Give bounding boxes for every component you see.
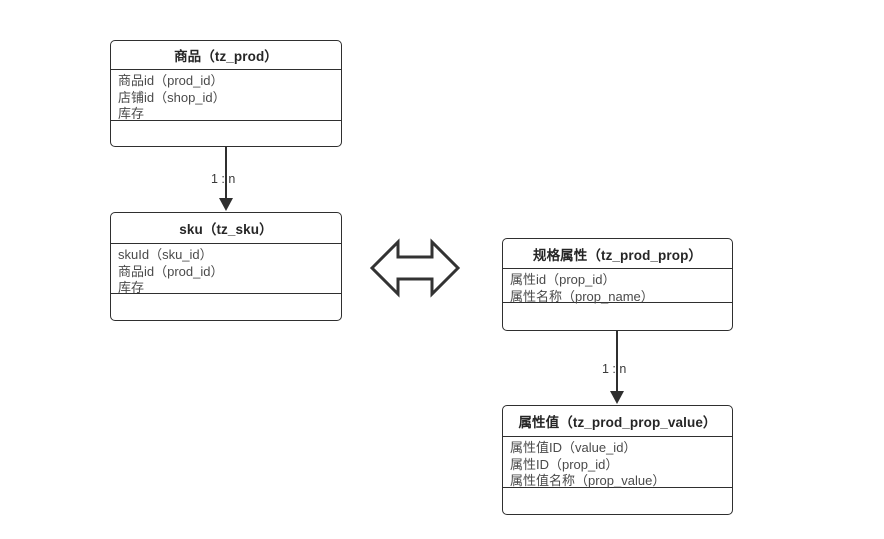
entity-field: 属性值名称（prop_value）: [510, 473, 666, 488]
entity-field: 库存: [118, 106, 145, 121]
entity-field: 属性名称（prop_name）: [510, 288, 654, 304]
entity-field: 店铺id（shop_id）: [118, 89, 226, 105]
entity-footer-tz-prod-prop-value: [503, 488, 732, 514]
entity-table-tz-sku[interactable]: sku（tz_sku） skuId（sku_id） 商品id（prod_id） …: [110, 212, 342, 321]
entity-footer-tz-prod-prop: [503, 303, 732, 330]
entity-title-tz-sku: sku（tz_sku）: [111, 213, 341, 244]
entity-footer-tz-prod: [111, 121, 341, 146]
entity-field: 属性ID（prop_id）: [510, 456, 619, 472]
entity-field: skuId（sku_id）: [118, 247, 213, 262]
entity-field: 库存: [118, 280, 145, 295]
arrowhead-icon: [218, 198, 233, 211]
entity-fields-tz-prod-prop-value: 属性值ID（value_id） 属性ID（prop_id） 属性值名称（prop…: [503, 437, 732, 488]
entity-title-tz-prod: 商品（tz_prod）: [111, 41, 341, 70]
entity-fields-tz-sku: skuId（sku_id） 商品id（prod_id） 库存: [111, 244, 341, 295]
connector-line: [225, 147, 227, 199]
entity-table-tz-prod-prop-value[interactable]: 属性值（tz_prod_prop_value） 属性值ID（value_id） …: [502, 405, 733, 515]
entity-table-tz-prod-prop[interactable]: 规格属性（tz_prod_prop） 属性id（prop_id） 属性名称（pr…: [502, 238, 733, 331]
entity-field: 属性id（prop_id）: [510, 272, 616, 287]
entity-field: 商品id（prod_id）: [118, 263, 224, 279]
entity-title-tz-prod-prop-value: 属性值（tz_prod_prop_value）: [503, 406, 732, 437]
entity-footer-tz-sku: [111, 294, 341, 320]
connector-line: [616, 330, 618, 392]
cardinality-label: 1 : n: [211, 172, 236, 186]
entity-field: 属性值ID（value_id）: [510, 440, 637, 455]
entity-fields-tz-prod: 商品id（prod_id） 店铺id（shop_id） 库存: [111, 70, 341, 121]
bidirectional-arrow-icon: [369, 237, 461, 299]
arrowhead-icon: [609, 391, 624, 404]
entity-field: 商品id（prod_id）: [118, 73, 224, 88]
entity-fields-tz-prod-prop: 属性id（prop_id） 属性名称（prop_name）: [503, 269, 732, 304]
cardinality-label: 1 : n: [602, 362, 627, 376]
entity-title-tz-prod-prop: 规格属性（tz_prod_prop）: [503, 239, 732, 269]
entity-table-tz-prod[interactable]: 商品（tz_prod） 商品id（prod_id） 店铺id（shop_id） …: [110, 40, 342, 147]
